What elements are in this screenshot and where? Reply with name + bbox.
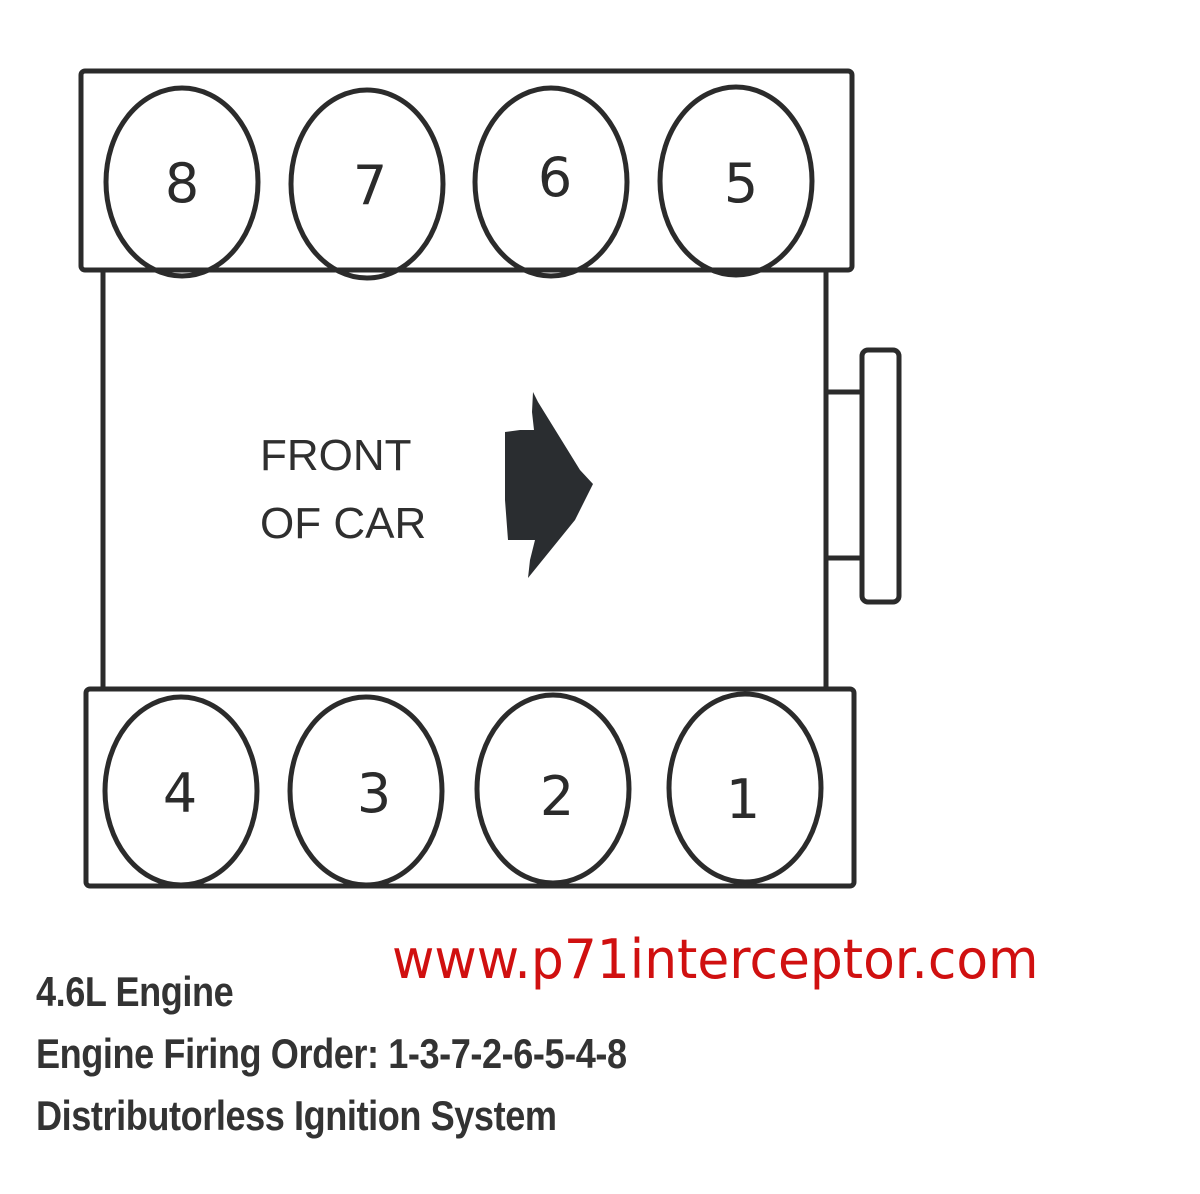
cylinder-1-label: 1 [726, 768, 760, 831]
cylinder-3 [287, 694, 445, 888]
cylinder-4 [102, 694, 260, 888]
firing-order: Engine Firing Order: 1-3-7-2-6-5-4-8 [36, 1030, 627, 1077]
cylinder-2 [474, 692, 632, 886]
cylinder-7 [288, 87, 446, 281]
bottom-cylinder-head [83, 686, 857, 889]
cylinder-4-label: 4 [163, 762, 197, 825]
cylinder-1 [666, 691, 824, 885]
cylinder-8-label: 8 [165, 152, 199, 215]
cylinder-6 [472, 85, 630, 279]
crank-pulley [859, 347, 902, 605]
cylinder-5-label: 5 [724, 152, 758, 215]
cylinder-2-label: 2 [540, 765, 574, 828]
cylinder-5 [657, 84, 815, 278]
top-cylinder-head [78, 68, 855, 273]
front-of-car-line1: FRONT [260, 431, 412, 480]
ignition-system: Distributorless Ignition System [36, 1092, 557, 1139]
cylinder-6-label: 6 [538, 146, 572, 209]
front-of-car-line2: OF CAR [260, 499, 426, 548]
cylinder-8 [103, 85, 261, 279]
watermark-url: www.p71interceptor.com [392, 928, 1039, 991]
cylinder-3-label: 3 [357, 762, 391, 825]
cylinder-7-label: 7 [353, 154, 387, 217]
engine-title: 4.6L Engine [36, 968, 234, 1015]
front-direction-arrow-icon [505, 392, 593, 578]
